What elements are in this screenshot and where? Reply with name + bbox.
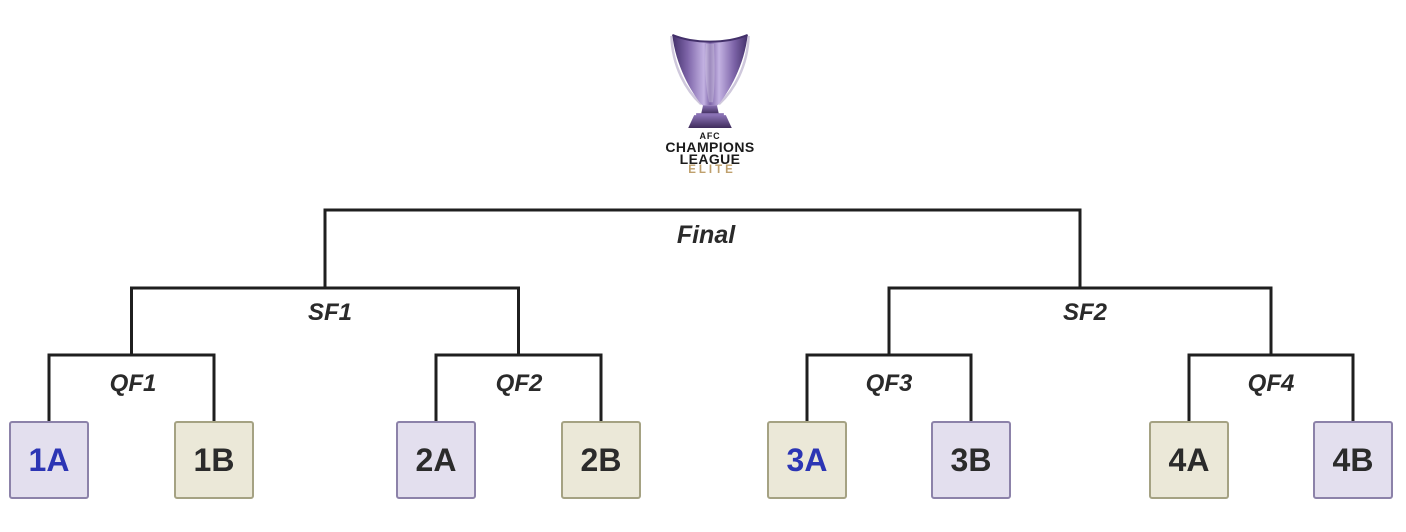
round-label-qf3: QF3 (865, 370, 913, 397)
team-box-label: 2B (580, 442, 622, 478)
connector-qf4 (1187, 353, 1355, 421)
team-box-label: 4B (1332, 442, 1374, 478)
round-label-final: Final (676, 221, 736, 249)
trophy-icon (670, 34, 750, 129)
connector-sf1 (130, 286, 520, 355)
connector-qf3 (805, 353, 973, 421)
connector-qf2 (434, 353, 603, 421)
team-box-label: 3B (950, 442, 992, 478)
logo-tier-text: ELITE (688, 164, 736, 176)
team-box-label: 1A (28, 442, 70, 478)
connector-final (323, 208, 1082, 288)
team-box-label: 2A (415, 442, 457, 478)
team-box-3b: 3B (931, 421, 1011, 499)
logo-title-line1: CHAMPIONS (665, 139, 755, 155)
connector-qf1 (47, 353, 216, 421)
team-box-4a: 4A (1149, 421, 1229, 499)
connector-sf2 (887, 286, 1273, 355)
team-box-label: 1B (193, 442, 235, 478)
round-label-qf4: QF4 (1247, 370, 1295, 397)
team-box-1b: 1B (174, 421, 254, 499)
team-box-label: 3A (786, 442, 828, 478)
logo-org-text: AFC (699, 131, 721, 141)
round-label-qf1: QF1 (109, 370, 157, 397)
round-label-sf2: SF2 (1062, 299, 1108, 326)
team-box-label: 4A (1168, 442, 1210, 478)
logo-title-line2: LEAGUE (679, 151, 741, 167)
team-box-4b: 4B (1313, 421, 1393, 499)
team-box-3a: 3A (767, 421, 847, 499)
team-box-2a: 2A (396, 421, 476, 499)
team-box-1a: 1A (9, 421, 89, 499)
round-label-sf1: SF1 (307, 299, 353, 326)
team-box-2b: 2B (561, 421, 641, 499)
round-label-qf2: QF2 (495, 370, 543, 397)
